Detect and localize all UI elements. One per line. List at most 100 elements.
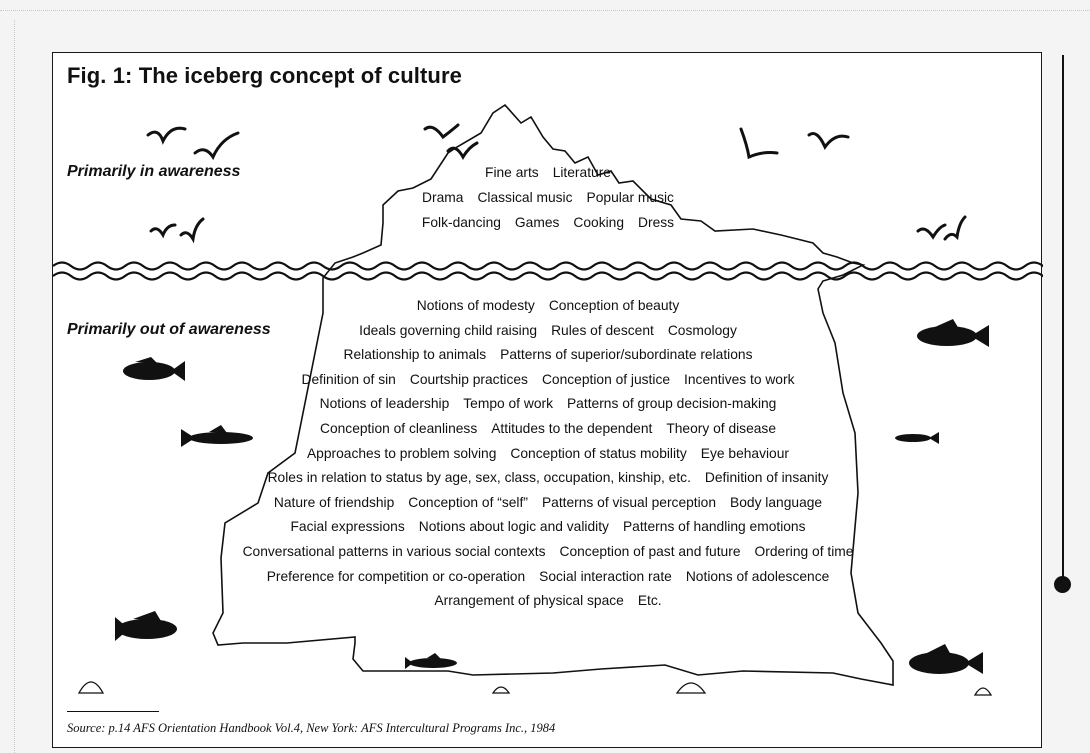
hidden-culture-item: Conversational patterns in various socia… — [242, 544, 546, 559]
shells-group — [77, 681, 993, 696]
hidden-culture-item: Notions about logic and validity — [418, 519, 609, 535]
hidden-culture-item: Rules of descent — [551, 322, 654, 338]
visible-culture-item: Games — [514, 215, 560, 230]
visible-culture-row: Fine arts Literature — [53, 165, 1043, 180]
hidden-culture-item: Incentives to work — [684, 371, 795, 387]
fish-group — [115, 319, 989, 674]
bird-icon — [146, 126, 187, 145]
bird-icon — [179, 217, 205, 244]
shell-icon — [77, 681, 105, 694]
bird-icon — [423, 123, 460, 140]
hidden-culture-item: Conception of justice — [541, 371, 671, 387]
fish-icon — [917, 319, 989, 347]
visible-culture-item: Fine arts — [485, 165, 539, 180]
fish-icon — [115, 611, 177, 641]
hidden-culture-item: Courtship practices — [409, 371, 528, 387]
bird-icon — [739, 127, 779, 160]
visible-culture-item: Popular music — [586, 190, 674, 205]
hidden-culture-item: Notions of leadership — [319, 396, 450, 412]
zone-label-in-awareness: Primarily in awareness — [67, 163, 241, 180]
hidden-culture-item: Cosmology — [667, 322, 737, 338]
hidden-culture-row: Approaches to problem solving Conception … — [53, 446, 1043, 461]
fish-icon — [895, 432, 939, 444]
hidden-culture-row: Ideals governing child raising Rules of d… — [53, 323, 1043, 338]
hidden-culture-item: Ordering of time — [754, 544, 854, 559]
hidden-culture-item: Conception of status mobility — [510, 445, 687, 461]
hidden-culture-item: Social interaction rate — [539, 568, 672, 584]
hidden-culture-item: Notions of modesty — [416, 298, 535, 313]
hidden-culture-row: Arrangement of physical space Etc. — [53, 593, 1043, 608]
fish-icon — [405, 653, 457, 669]
shell-icon — [973, 687, 993, 696]
hidden-culture-item: Tempo of work — [463, 396, 553, 412]
visible-culture-item: Drama — [422, 190, 464, 205]
hidden-culture-item: Eye behaviour — [700, 445, 790, 461]
hidden-culture-item: Ideals governing child raising — [359, 322, 538, 338]
hidden-culture-item: Notions of adolescence — [685, 568, 830, 584]
side-vertical-line — [1062, 55, 1064, 585]
hidden-culture-item: Attitudes to the dependent — [491, 421, 653, 436]
fish-icon — [181, 425, 253, 447]
hidden-culture-item: Approaches to problem solving — [306, 445, 497, 461]
page-left-divider — [14, 20, 16, 753]
hidden-culture-item: Theory of disease — [666, 421, 776, 436]
visible-culture-item: Folk-dancing — [421, 215, 501, 230]
iceberg-illustration — [53, 103, 1043, 696]
water-line-lower — [53, 271, 1043, 281]
hidden-culture-item: Definition of sin — [301, 371, 396, 387]
figure-card: Fig. 1: The iceberg concept of culture P… — [52, 52, 1043, 748]
bird-icon — [807, 132, 850, 151]
visible-culture-item: Literature — [552, 165, 611, 180]
bird-icon — [916, 223, 947, 240]
shell-icon — [675, 682, 707, 694]
bird-icon — [446, 141, 479, 160]
hidden-culture-row: Definition of sin Courtship practices Conc… — [53, 372, 1043, 387]
side-dot — [1054, 576, 1071, 593]
visible-culture-item: Dress — [638, 215, 675, 230]
hidden-culture-item: Patterns of group decision-making — [566, 396, 777, 412]
page-top-divider — [0, 10, 1090, 12]
bird-icon — [943, 215, 967, 241]
hidden-culture-item: Facial expressions — [290, 519, 405, 535]
hidden-culture-item: Conception of “self” — [408, 494, 528, 510]
hidden-culture-row: Roles in relation to status by age, sex,… — [53, 470, 1043, 485]
hidden-culture-item: Body language — [730, 494, 823, 510]
fish-icon — [909, 644, 983, 674]
hidden-culture-item: Conception of cleanliness — [320, 421, 478, 436]
hidden-culture-item: Conception of beauty — [548, 298, 680, 313]
hidden-culture-item: Conception of past and future — [559, 544, 741, 559]
hidden-culture-row: Facial expressions Notions about logic an… — [53, 519, 1043, 534]
zone-label-out-of-awareness: Primarily out of awareness — [67, 321, 271, 338]
hidden-culture-item: Preference for competition or co-operati… — [266, 568, 526, 584]
hidden-culture-row: Relationship to animals Patterns of super… — [53, 347, 1043, 362]
visible-culture-item: Classical music — [477, 190, 573, 205]
hidden-culture-item: Patterns of superior/subordinate relatio… — [500, 347, 753, 363]
source-rule — [67, 711, 159, 712]
hidden-culture-row: Conception of cleanliness Attitudes to th… — [53, 421, 1043, 436]
hidden-culture-row: Conversational patterns in various socia… — [53, 544, 1043, 559]
hidden-culture-item: Patterns of handling emotions — [622, 519, 806, 535]
hidden-culture-row: Preference for competition or co-operati… — [53, 569, 1043, 584]
birds-group — [146, 123, 967, 244]
hidden-culture-item: Roles in relation to status by age, sex,… — [267, 470, 691, 486]
hidden-culture-item: Patterns of visual perception — [541, 494, 717, 510]
visible-culture-row: Folk-dancing Games Cooking Dress — [53, 215, 1043, 230]
hidden-culture-item: Relationship to animals — [343, 347, 487, 363]
water-line-upper — [53, 261, 1043, 271]
bird-icon — [193, 131, 240, 161]
visible-culture-item: Cooking — [573, 215, 625, 230]
hidden-culture-row: Notions of modesty Conception of beauty — [53, 298, 1043, 313]
fish-icon — [123, 357, 185, 381]
figure-title: Fig. 1: The iceberg concept of culture — [67, 63, 462, 88]
hidden-culture-row: Notions of leadership Tempo of work Patter… — [53, 396, 1043, 411]
source-note: Source: p.14 AFS Orientation Handbook Vo… — [67, 721, 556, 735]
hidden-culture-item: Arrangement of physical space — [434, 593, 624, 609]
hidden-culture-item: Definition of insanity — [704, 470, 829, 486]
iceberg-outline — [212, 103, 894, 686]
shell-icon — [491, 686, 511, 694]
hidden-culture-item: Nature of friendship — [273, 494, 395, 510]
hidden-culture-item: Etc. — [637, 593, 662, 609]
bird-icon — [149, 223, 177, 239]
visible-culture-row: Drama Classical music Popular music — [53, 190, 1043, 205]
hidden-culture-row: Nature of friendship Conception of “self”… — [53, 495, 1043, 510]
